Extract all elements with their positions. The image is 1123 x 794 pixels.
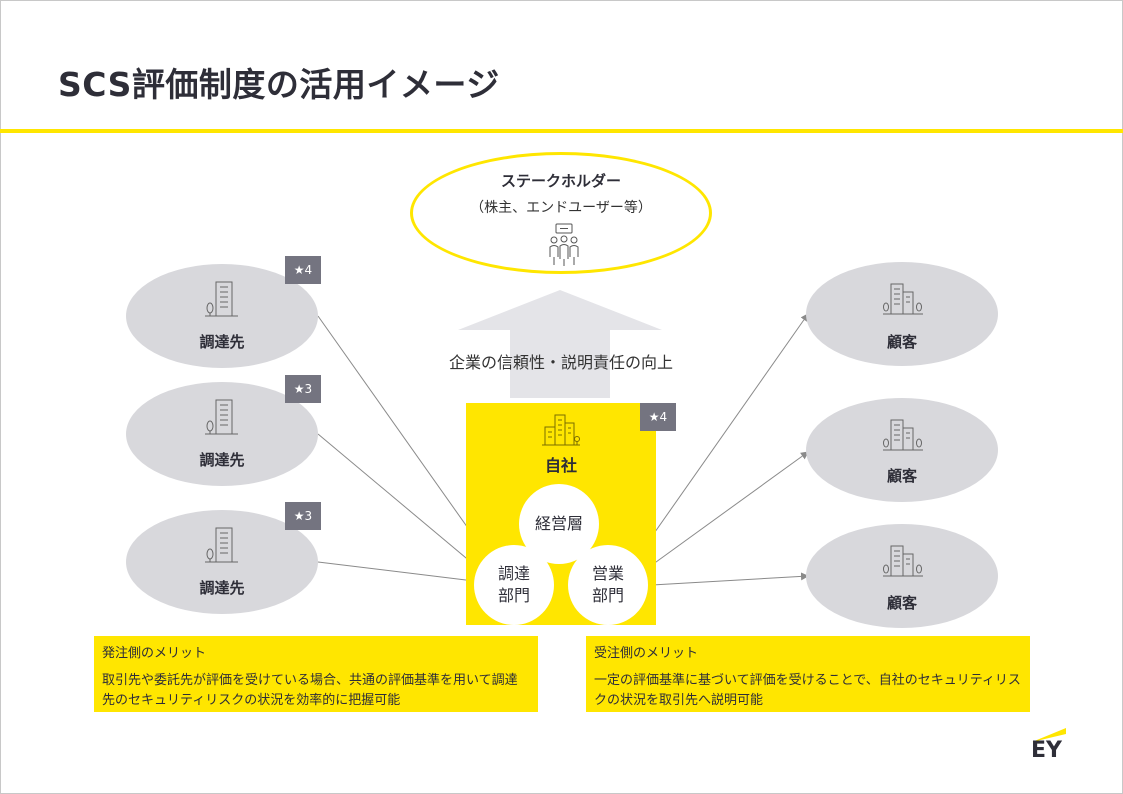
people-group-icon <box>549 223 579 266</box>
ey-logo: EY <box>1030 728 1070 768</box>
supplier-ellipse: 調達先 <box>126 264 318 368</box>
customer-ellipse: 顧客 <box>806 398 998 502</box>
stakeholder-subtitle: （株主、エンドユーザー等） <box>470 200 652 216</box>
supplier-3-connector <box>317 561 475 585</box>
customer-ellipse: 顧客 <box>806 524 998 628</box>
customer-3-connector <box>651 572 809 586</box>
customer-label: 顧客 <box>886 333 917 351</box>
stakeholder-ellipse: ステークホルダー （株主、エンドユーザー等） <box>410 152 712 274</box>
buildings-icon <box>883 545 923 577</box>
receiver-merit-body: 一定の評価基準に基づいて評価を受けることで、自社のセキュリティリスクの状況を取引… <box>594 673 1021 708</box>
customer-label: 顧客 <box>886 594 917 612</box>
supplier-label: 調達先 <box>199 451 245 469</box>
building-icon <box>205 399 238 435</box>
supplier-rating-badge: ★3 <box>285 375 321 403</box>
receiver-merit-heading: 受注側のメリット <box>594 646 699 661</box>
supplier-2-connector <box>317 433 479 569</box>
office-buildings-icon <box>542 414 580 446</box>
up-arrow <box>458 290 662 398</box>
trust-improvement-label: 企業の信頼性・説明責任の向上 <box>448 353 673 372</box>
buildings-icon <box>883 283 923 315</box>
supplier-1-connector <box>317 315 488 556</box>
ey-logo-text: EY <box>1031 738 1062 763</box>
orderer-merit-heading: 発注側のメリット <box>102 646 207 661</box>
customer-2-connector <box>644 451 809 571</box>
own-company-label: 自社 <box>544 456 577 475</box>
orderer-merit-box: 発注側のメリット 取引先や委託先が評価を受けている場合、共通の評価基準を用いて調… <box>94 636 538 712</box>
receiver-merit-box: 受注側のメリット 一定の評価基準に基づいて評価を受けることで、自社のセキュリティ… <box>586 636 1030 712</box>
building-icon <box>205 527 238 563</box>
supplier-label: 調達先 <box>199 333 245 351</box>
procurement-dept-circle: 調達 部門 <box>474 545 554 625</box>
own-company-rating-badge: ★4 <box>640 403 676 431</box>
sales-dept-circle: 営業 部門 <box>568 545 648 625</box>
supplier-label: 調達先 <box>199 579 245 597</box>
stakeholder-title: ステークホルダー <box>500 172 621 190</box>
orderer-merit-body: 取引先や委託先が評価を受けている場合、共通の評価基準を用いて調達先のセキュリティ… <box>102 673 518 708</box>
slide-title: SCS評価制度の活用イメージ <box>58 65 500 104</box>
supplier-rating-badge: ★3 <box>285 502 321 530</box>
own-company-box: 自社 経営層 調達 部門 営業 部門 <box>466 403 656 625</box>
customer-1-connector <box>635 313 809 560</box>
title-underline <box>0 129 1123 133</box>
supplier-rating-badge: ★4 <box>285 256 321 284</box>
customer-label: 顧客 <box>886 467 917 485</box>
building-icon <box>205 281 238 317</box>
ey-logo-beam <box>1032 728 1066 742</box>
customer-ellipse: 顧客 <box>806 262 998 366</box>
buildings-icon <box>883 419 923 451</box>
